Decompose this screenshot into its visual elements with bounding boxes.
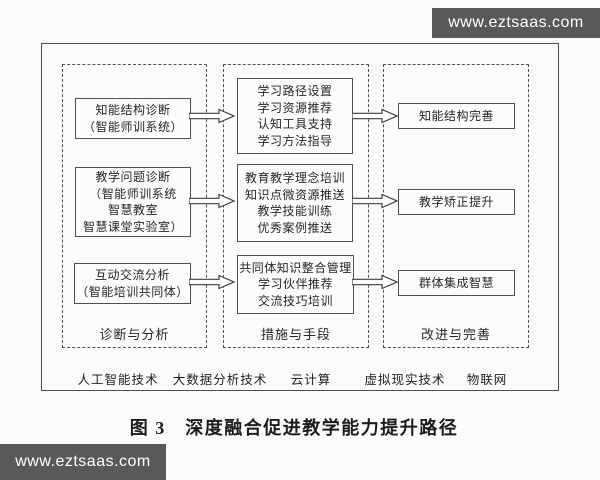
node-line: 共同体知识整合管理 [239, 260, 352, 275]
right-arrow-icon [189, 108, 235, 124]
node-line: 认知工具支持 [257, 117, 333, 131]
node-line: 学习路径设置 [257, 84, 333, 98]
node-line: 学习伙伴推荐 [257, 277, 333, 292]
node-teaching-correction-improvement: 教学矫正提升 [398, 189, 515, 215]
node-line: 教学问题诊断 [95, 170, 171, 184]
column-diagnosis-label: 诊断与分析 [99, 327, 170, 342]
right-arrow-icon [352, 193, 398, 209]
node-teaching-problem-diagnosis: 教学问题诊断 （智能师训系统 智慧教室 智慧课堂实验室） [75, 167, 191, 237]
node-line: 知能结构完善 [418, 108, 494, 123]
node-line: 群体集成智慧 [418, 275, 494, 290]
figure-caption: 图 3 深度融合促进教学能力提升路径 [129, 418, 459, 438]
tech-label-cloud: 云计算 [290, 373, 332, 387]
watermark-bottom: www.eztsaas.com [0, 444, 166, 480]
node-community-knowledge-measures: 共同体知识整合管理 学习伙伴推荐 交流技巧培训 [237, 255, 354, 314]
column-improvement-label: 改进与完善 [420, 327, 491, 342]
node-line: 教育教学理念培训 [244, 171, 345, 185]
node-line: 智慧教室 [107, 203, 158, 217]
column-measures-label: 措施与手段 [260, 327, 331, 342]
watermark-top-text: www.eztsaas.com [448, 14, 584, 31]
node-line: 知识点微资源推送 [244, 187, 345, 202]
node-knowledge-structure-improvement: 知能结构完善 [398, 103, 515, 129]
node-interaction-analysis: 互动交流分析 （智能培训共同体） [74, 263, 191, 304]
column-diagnosis: 诊断与分析 [62, 64, 207, 348]
node-line: 教学矫正提升 [418, 194, 494, 209]
right-arrow-icon [352, 274, 398, 290]
node-group-integrated-wisdom: 群体集成智慧 [398, 270, 515, 296]
tech-label-vr: 虚拟现实技术 [364, 373, 446, 387]
watermark-top: www.eztsaas.com [432, 8, 600, 38]
node-line: 智慧课堂实验室） [82, 219, 183, 234]
node-line: （智能师训系统） [82, 119, 183, 134]
right-arrow-icon [189, 193, 235, 209]
node-line: 学习方法指导 [257, 133, 333, 148]
node-line: 交流技巧培训 [257, 293, 333, 308]
node-line: 互动交流分析 [94, 268, 170, 282]
diagram-outer-border [41, 43, 559, 391]
tech-label-bigdata: 大数据分析技术 [172, 373, 268, 387]
node-knowledge-structure-diagnosis: 知能结构诊断 （智能师训系统） [75, 98, 191, 139]
tech-label-ai: 人工智能技术 [77, 373, 159, 387]
node-line: 优秀案例推送 [257, 220, 333, 235]
node-line: （智能师训系统 [89, 186, 177, 201]
node-teaching-training-measures: 教育教学理念培训 知识点微资源推送 教学技能训练 优秀案例推送 [237, 164, 353, 242]
watermark-bottom-text: www.eztsaas.com [15, 453, 151, 470]
node-line: （智能培训共同体） [76, 284, 189, 299]
right-arrow-icon [352, 108, 398, 124]
right-arrow-icon [189, 274, 235, 290]
node-line: 教学技能训练 [257, 204, 333, 218]
node-line: 知能结构诊断 [95, 103, 171, 117]
tech-label-iot: 物联网 [466, 373, 508, 387]
node-line: 学习资源推荐 [257, 100, 333, 115]
node-learning-support-measures: 学习路径设置 学习资源推荐 认知工具支持 学习方法指导 [237, 78, 353, 154]
